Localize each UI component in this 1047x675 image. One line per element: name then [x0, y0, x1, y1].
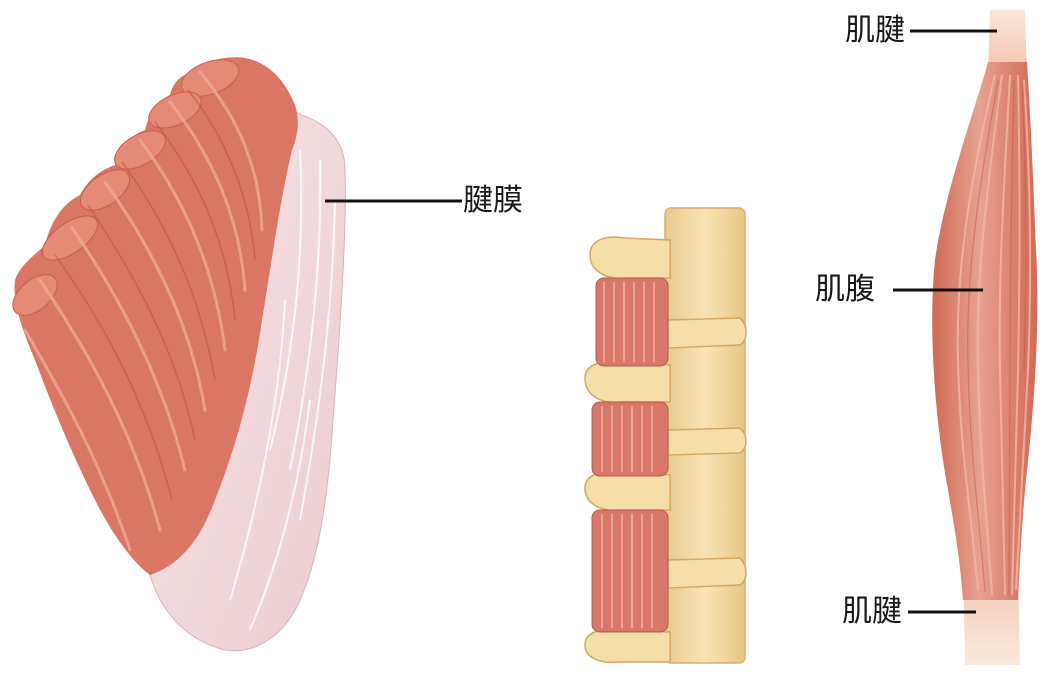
aponeurosis-label: 腱膜: [463, 186, 523, 216]
muscle-belly: [932, 62, 1037, 600]
tendon-bottom-label: 肌腱: [842, 597, 902, 627]
tendon-top-label: 肌腱: [845, 16, 905, 46]
vertebra-muscle-column: [585, 208, 746, 663]
aponeurosis-muscle: [5, 53, 345, 651]
belly-label: 肌腹: [815, 275, 875, 305]
fusiform-muscle: [932, 10, 1037, 665]
